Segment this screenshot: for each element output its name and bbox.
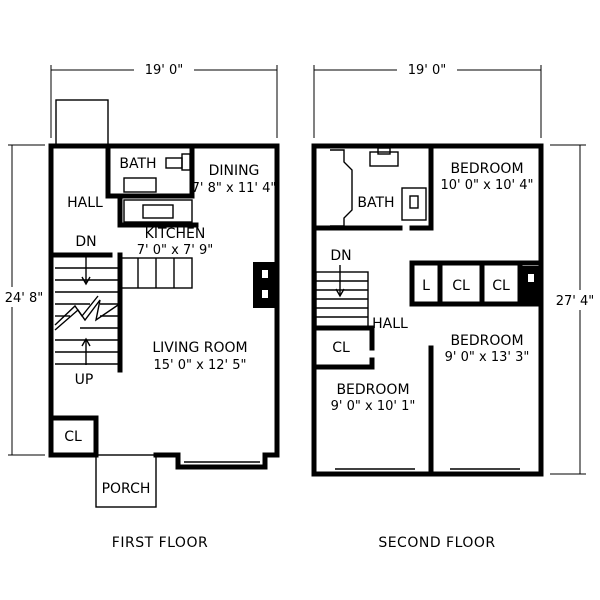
second-floor-chimney [522, 266, 540, 302]
bedroom-3-label: BEDROOM [336, 382, 409, 398]
living-room-label: LIVING ROOM [152, 340, 247, 356]
second-floor-hall-label: HALL [372, 316, 408, 332]
second-floor-bath-label: BATH [357, 195, 394, 211]
living-room-size: 15' 0" x 12' 5" [154, 358, 247, 373]
first-floor-interior-walls [48, 143, 199, 458]
kitchen-label: KITCHEN [145, 226, 206, 242]
kitchen-size: 7' 0" x 7' 9" [137, 243, 213, 258]
first-floor-width-dimension: 19' 0" [50, 60, 278, 138]
second-floor-bath-fixtures [330, 147, 427, 227]
kitchen-counter [123, 199, 193, 223]
closet-a-label: CL [452, 278, 470, 294]
porch-label: PORCH [102, 481, 151, 497]
kitchen-sink [142, 204, 174, 219]
first-floor-fireplace [253, 262, 275, 308]
porch-outline [95, 454, 157, 508]
rear-projection [55, 99, 109, 146]
linen-closet-label: L [422, 278, 430, 294]
second-floor-height-label: 27' 4" [556, 294, 595, 309]
first-floor-stairs [54, 255, 119, 365]
bedroom-2-label: BEDROOM [450, 333, 523, 349]
first-floor-bath-label: BATH [119, 156, 156, 172]
first-floor-height-dimension: 24' 8" [2, 144, 45, 456]
first-floor-caption: FIRST FLOOR [112, 535, 208, 551]
bath-vanity [123, 177, 157, 193]
second-floor-interior-walls [311, 143, 544, 477]
bath-fixture [181, 153, 191, 171]
bedroom-2-size: 9' 0" x 13' 3" [445, 350, 530, 365]
bedroom-1-size: 10' 0" x 10' 4" [441, 178, 534, 193]
second-floor-exterior-walls [311, 143, 544, 477]
second-floor-height-dimension: 27' 4" [550, 144, 598, 475]
first-floor-exterior-walls [48, 143, 280, 470]
closet-c-label: CL [332, 340, 350, 356]
first-floor-down-label: DN [75, 234, 96, 250]
first-floor-height-label: 24' 8" [5, 291, 44, 306]
second-floor-down-label: DN [330, 248, 351, 264]
bath-toilet-tank [165, 157, 183, 169]
dining-label: DINING [209, 163, 260, 179]
bedroom-1-label: BEDROOM [450, 161, 523, 177]
closet-b-label: CL [492, 278, 510, 294]
second-floor-stairs [315, 265, 369, 329]
first-floor-plan: 19' 0" 24' 8" [2, 60, 280, 551]
first-floor-hall-label: HALL [67, 195, 103, 211]
second-floor-plan: 19' 0" 27' 4" [311, 60, 598, 551]
second-floor-caption: SECOND FLOOR [378, 535, 495, 551]
first-floor-width-label: 19' 0" [145, 63, 184, 78]
second-floor-width-label: 19' 0" [408, 63, 447, 78]
kitchen-cabinets [119, 257, 193, 289]
first-floor-up-label: UP [75, 372, 94, 388]
bedroom-3-size: 9' 0" x 10' 1" [331, 399, 416, 414]
first-floor-closet-label: CL [64, 429, 82, 445]
dining-size: 7' 8" x 11' 4" [192, 181, 277, 196]
second-floor-width-dimension: 19' 0" [313, 60, 542, 138]
